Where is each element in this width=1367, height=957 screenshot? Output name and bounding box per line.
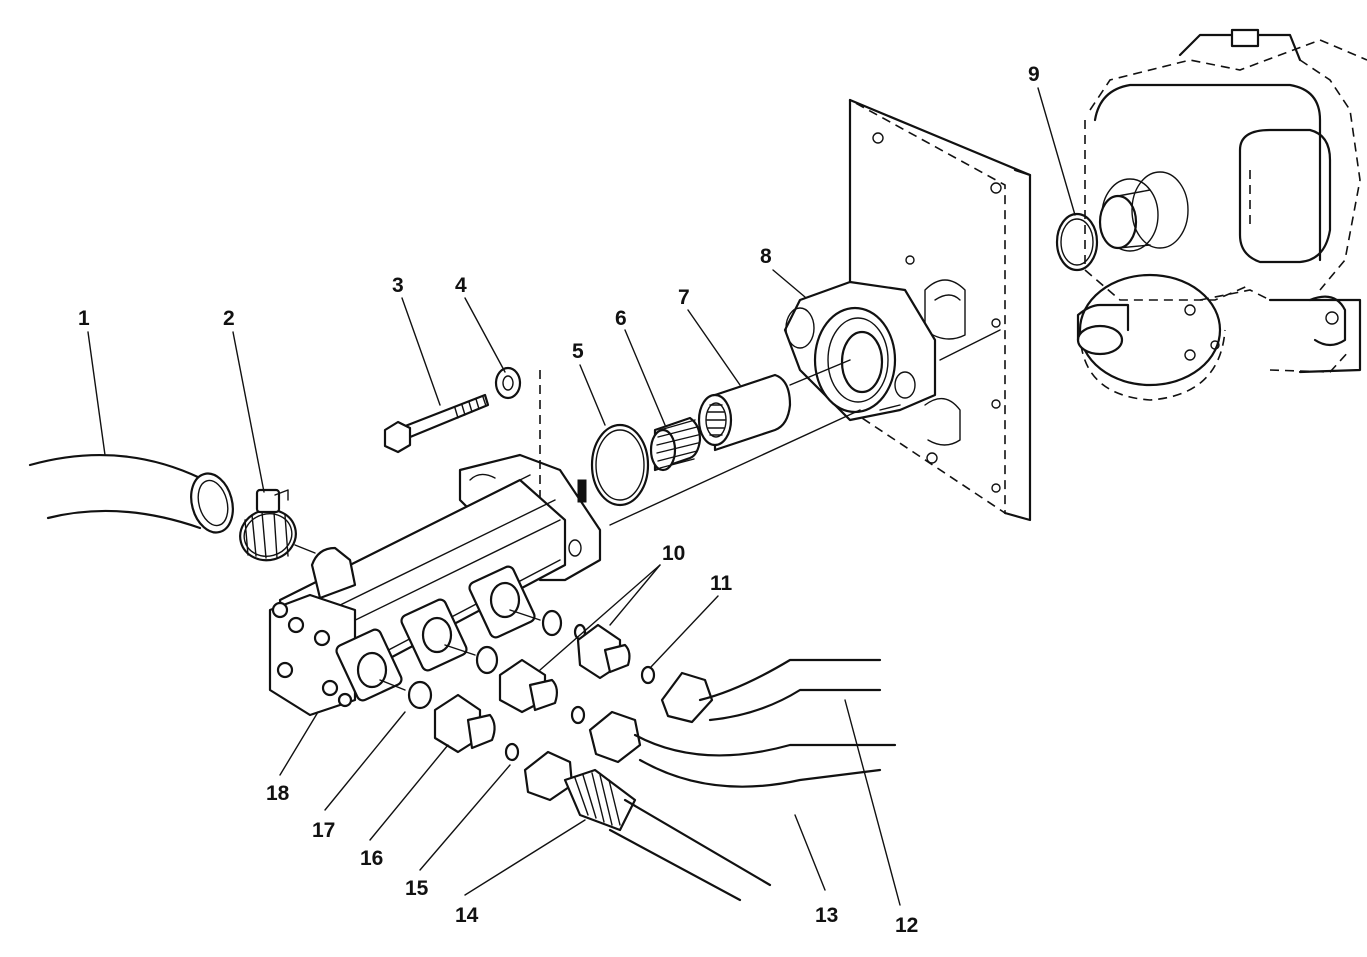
callout-10: 10 bbox=[662, 542, 685, 565]
callout-13: 13 bbox=[815, 904, 838, 927]
coupler-sleeve bbox=[697, 373, 792, 452]
gasket-ring bbox=[1055, 212, 1099, 272]
suction-hose bbox=[28, 454, 234, 534]
flange-bearing bbox=[783, 280, 937, 422]
fitting-middle bbox=[498, 658, 559, 714]
callout-11: 11 bbox=[710, 572, 733, 595]
pressure-line-lower bbox=[588, 710, 897, 788]
washer bbox=[494, 366, 522, 400]
callout-7: 7 bbox=[678, 286, 690, 309]
callout-labels: 1 2 3 4 5 6 7 8 9 10 11 12 13 14 15 16 1… bbox=[78, 63, 1040, 937]
hose-assembly bbox=[523, 750, 772, 902]
callout-2: 2 bbox=[223, 307, 235, 330]
callout-8: 8 bbox=[760, 245, 772, 268]
callout-15: 15 bbox=[405, 877, 429, 900]
fitting-lower bbox=[433, 693, 496, 754]
callout-17: 17 bbox=[312, 819, 335, 842]
fitting-upper bbox=[576, 623, 631, 680]
callout-12: 12 bbox=[895, 914, 918, 937]
o-ring bbox=[590, 423, 650, 507]
callout-3: 3 bbox=[392, 274, 404, 297]
callout-1: 1 bbox=[78, 307, 90, 330]
callout-14: 14 bbox=[455, 904, 479, 927]
engine-housing bbox=[1076, 28, 1367, 401]
callout-5: 5 bbox=[572, 340, 584, 363]
hose-clamp bbox=[239, 488, 297, 562]
callout-9: 9 bbox=[1028, 63, 1040, 86]
pressure-line-upper bbox=[660, 658, 882, 724]
callout-16: 16 bbox=[360, 847, 383, 870]
bolt bbox=[383, 393, 490, 454]
callout-6: 6 bbox=[615, 307, 627, 330]
splined-coupler bbox=[649, 416, 702, 472]
callout-4: 4 bbox=[455, 274, 467, 297]
leader-lines bbox=[87, 87, 1076, 906]
callout-18: 18 bbox=[266, 782, 290, 805]
mounting-plate bbox=[848, 98, 1032, 522]
small-o-rings bbox=[407, 609, 656, 762]
hydraulic-pump bbox=[268, 370, 602, 717]
